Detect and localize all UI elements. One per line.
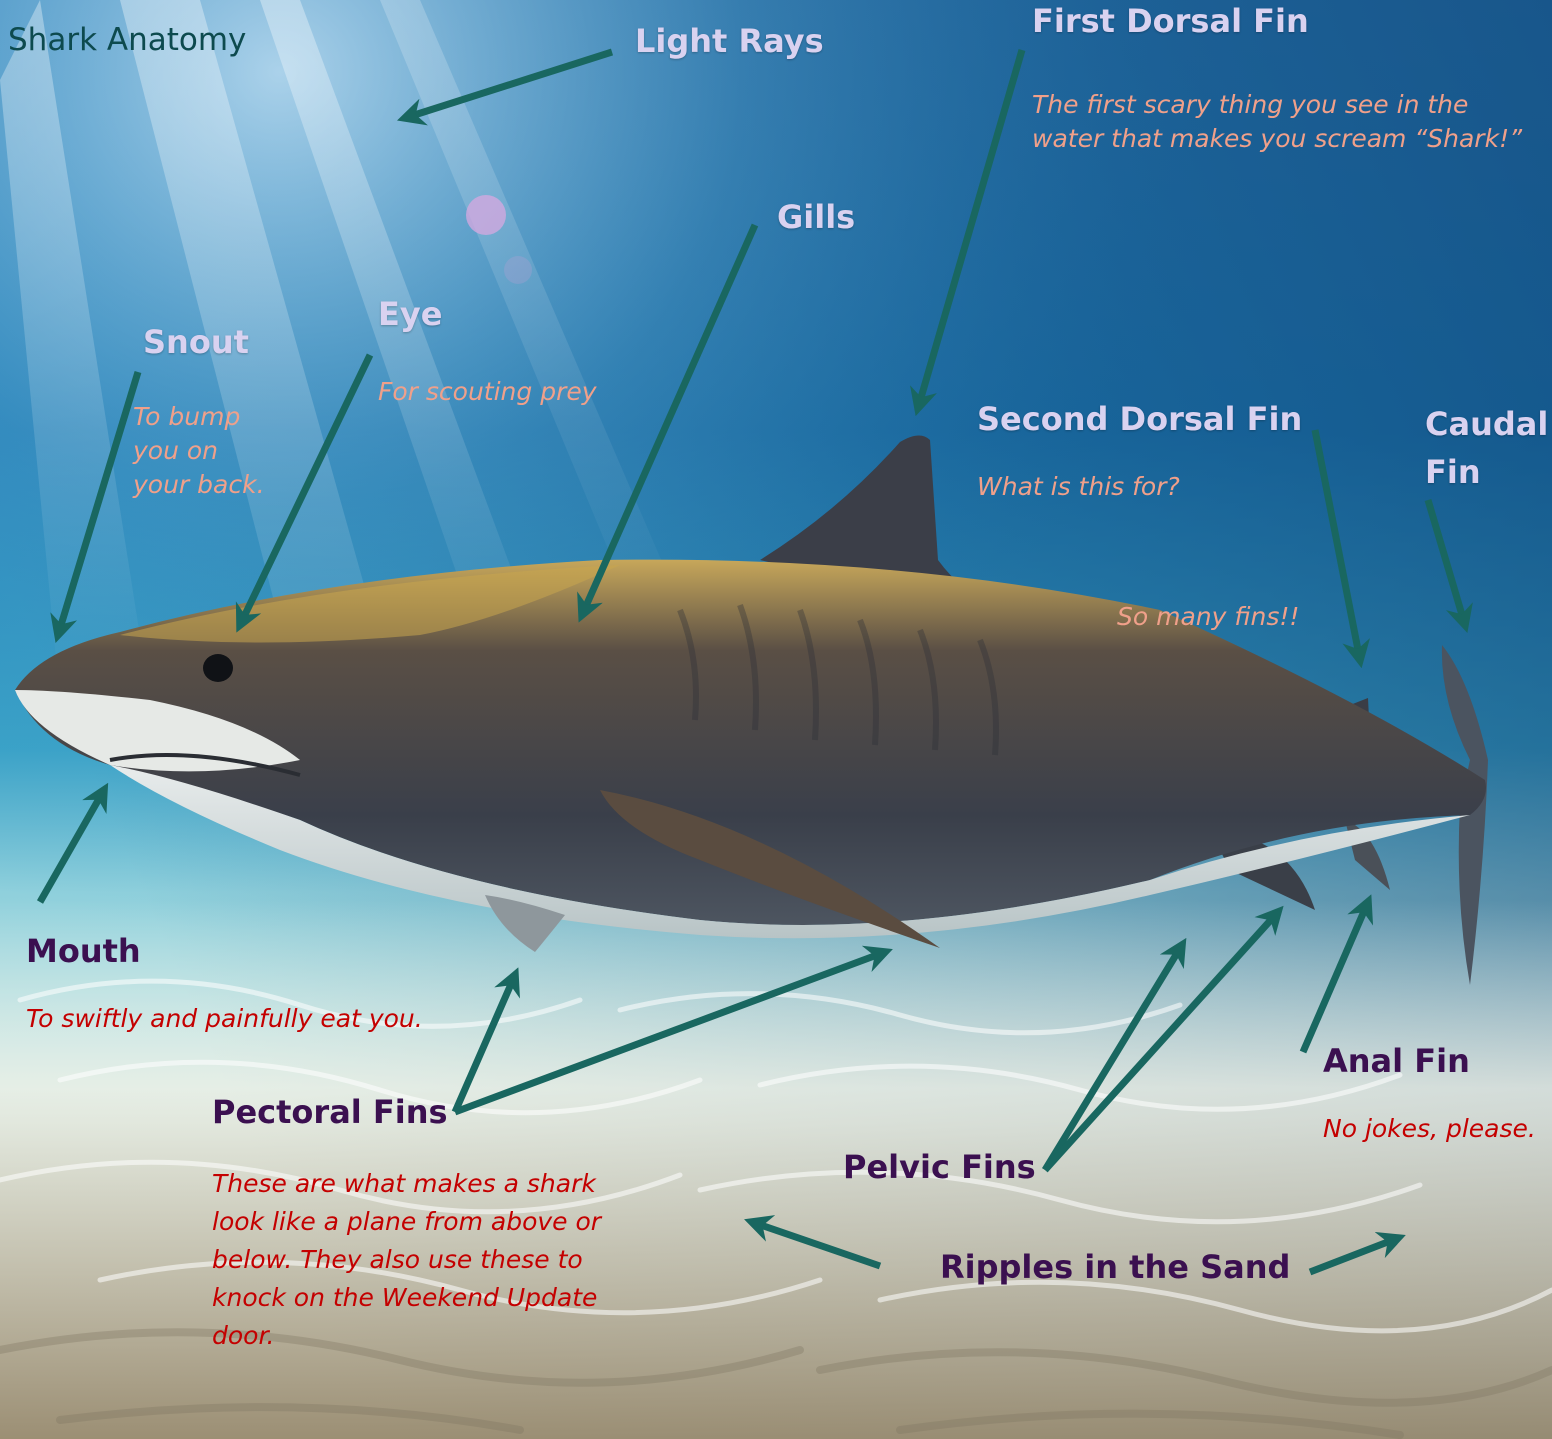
label-second-dorsal-fin: Second Dorsal Fin (977, 400, 1302, 438)
label-pectoral-fins: Pectoral Fins (212, 1093, 448, 1131)
label-mouth: Mouth (26, 932, 141, 970)
label-snout: Snout (143, 323, 249, 361)
shark-eye-shape (203, 654, 233, 682)
label-gills: Gills (777, 198, 855, 236)
desc-so-many-fins: So many fins!! (1117, 600, 1299, 634)
label-anal-fin: Anal Fin (1323, 1042, 1470, 1080)
lens-flare (466, 195, 506, 235)
label-eye: Eye (378, 295, 442, 333)
desc-pectoral-fins: These are what makes a shark look like a… (212, 1165, 652, 1355)
desc-first-dorsal-fin: The first scary thing you see in the wat… (1032, 88, 1532, 156)
desc-eye: For scouting prey (378, 375, 597, 409)
diagram-title: Shark Anatomy (8, 22, 246, 58)
label-light-rays: Light Rays (635, 22, 824, 60)
desc-second-dorsal-fin: What is this for? (977, 470, 1180, 504)
label-ripples-in-the-sand: Ripples in the Sand (940, 1248, 1290, 1286)
desc-mouth: To swiftly and painfully eat you. (26, 1000, 423, 1038)
desc-anal-fin: No jokes, please. (1323, 1110, 1536, 1148)
desc-snout: To bump you on your back. (133, 400, 268, 502)
label-caudal-fin: Caudal Fin (1425, 400, 1551, 496)
label-pelvic-fins: Pelvic Fins (843, 1148, 1036, 1186)
lens-flare-small (504, 256, 532, 284)
label-first-dorsal-fin: First Dorsal Fin (1032, 2, 1309, 40)
